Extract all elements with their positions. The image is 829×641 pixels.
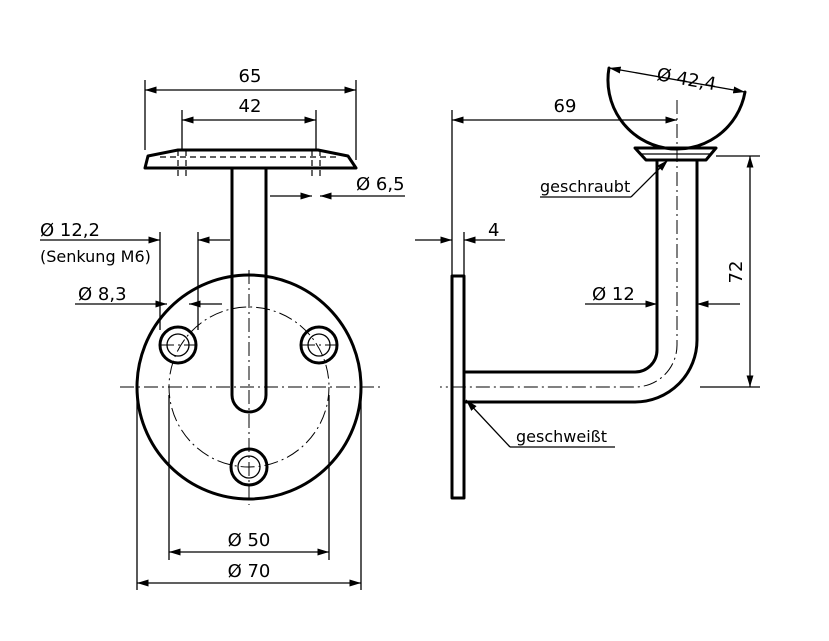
dim-saddle: Ø 42,4 — [655, 64, 718, 95]
bar-centerline — [440, 100, 678, 388]
countersink-note: (Senkung M6) — [40, 247, 151, 266]
dim-flange-thickness: 4 — [488, 220, 499, 241]
dim-projection: 69 — [554, 96, 577, 117]
wall-flange — [450, 274, 466, 500]
dim-bolt-circle: Ø 50 — [228, 530, 271, 551]
dim-plate-width: 65 — [239, 66, 262, 87]
note-screwed: geschraubt — [540, 177, 630, 196]
saddle-plate-outline — [143, 148, 358, 170]
dim-hole: Ø 8,3 — [78, 284, 127, 305]
bracket-bar — [230, 166, 268, 414]
dim-countersink: Ø 12,2 — [40, 220, 100, 241]
dim-hole-spacing: 42 — [239, 96, 262, 117]
bent-bar-outer — [464, 158, 699, 404]
dim-plate-hole: Ø 6,5 — [356, 174, 405, 195]
leader-welded — [465, 399, 511, 448]
note-welded: geschweißt — [516, 427, 607, 446]
dim-line-424 — [608, 66, 746, 94]
saddle-base — [633, 146, 718, 162]
dim-height: 72 — [726, 261, 747, 284]
dim-bar: Ø 12 — [592, 284, 635, 305]
leader-screwed — [630, 159, 669, 198]
bent-bar-inner — [464, 158, 659, 374]
side-view: 69 Ø 42,4 4 Ø 12 72 geschraubt geschweiß… — [415, 64, 760, 500]
dim-flange: Ø 70 — [228, 561, 271, 582]
front-view: 65 42 Ø 6,5 Ø 12,2 (Senkung M6) Ø 8,3 Ø … — [40, 66, 405, 590]
